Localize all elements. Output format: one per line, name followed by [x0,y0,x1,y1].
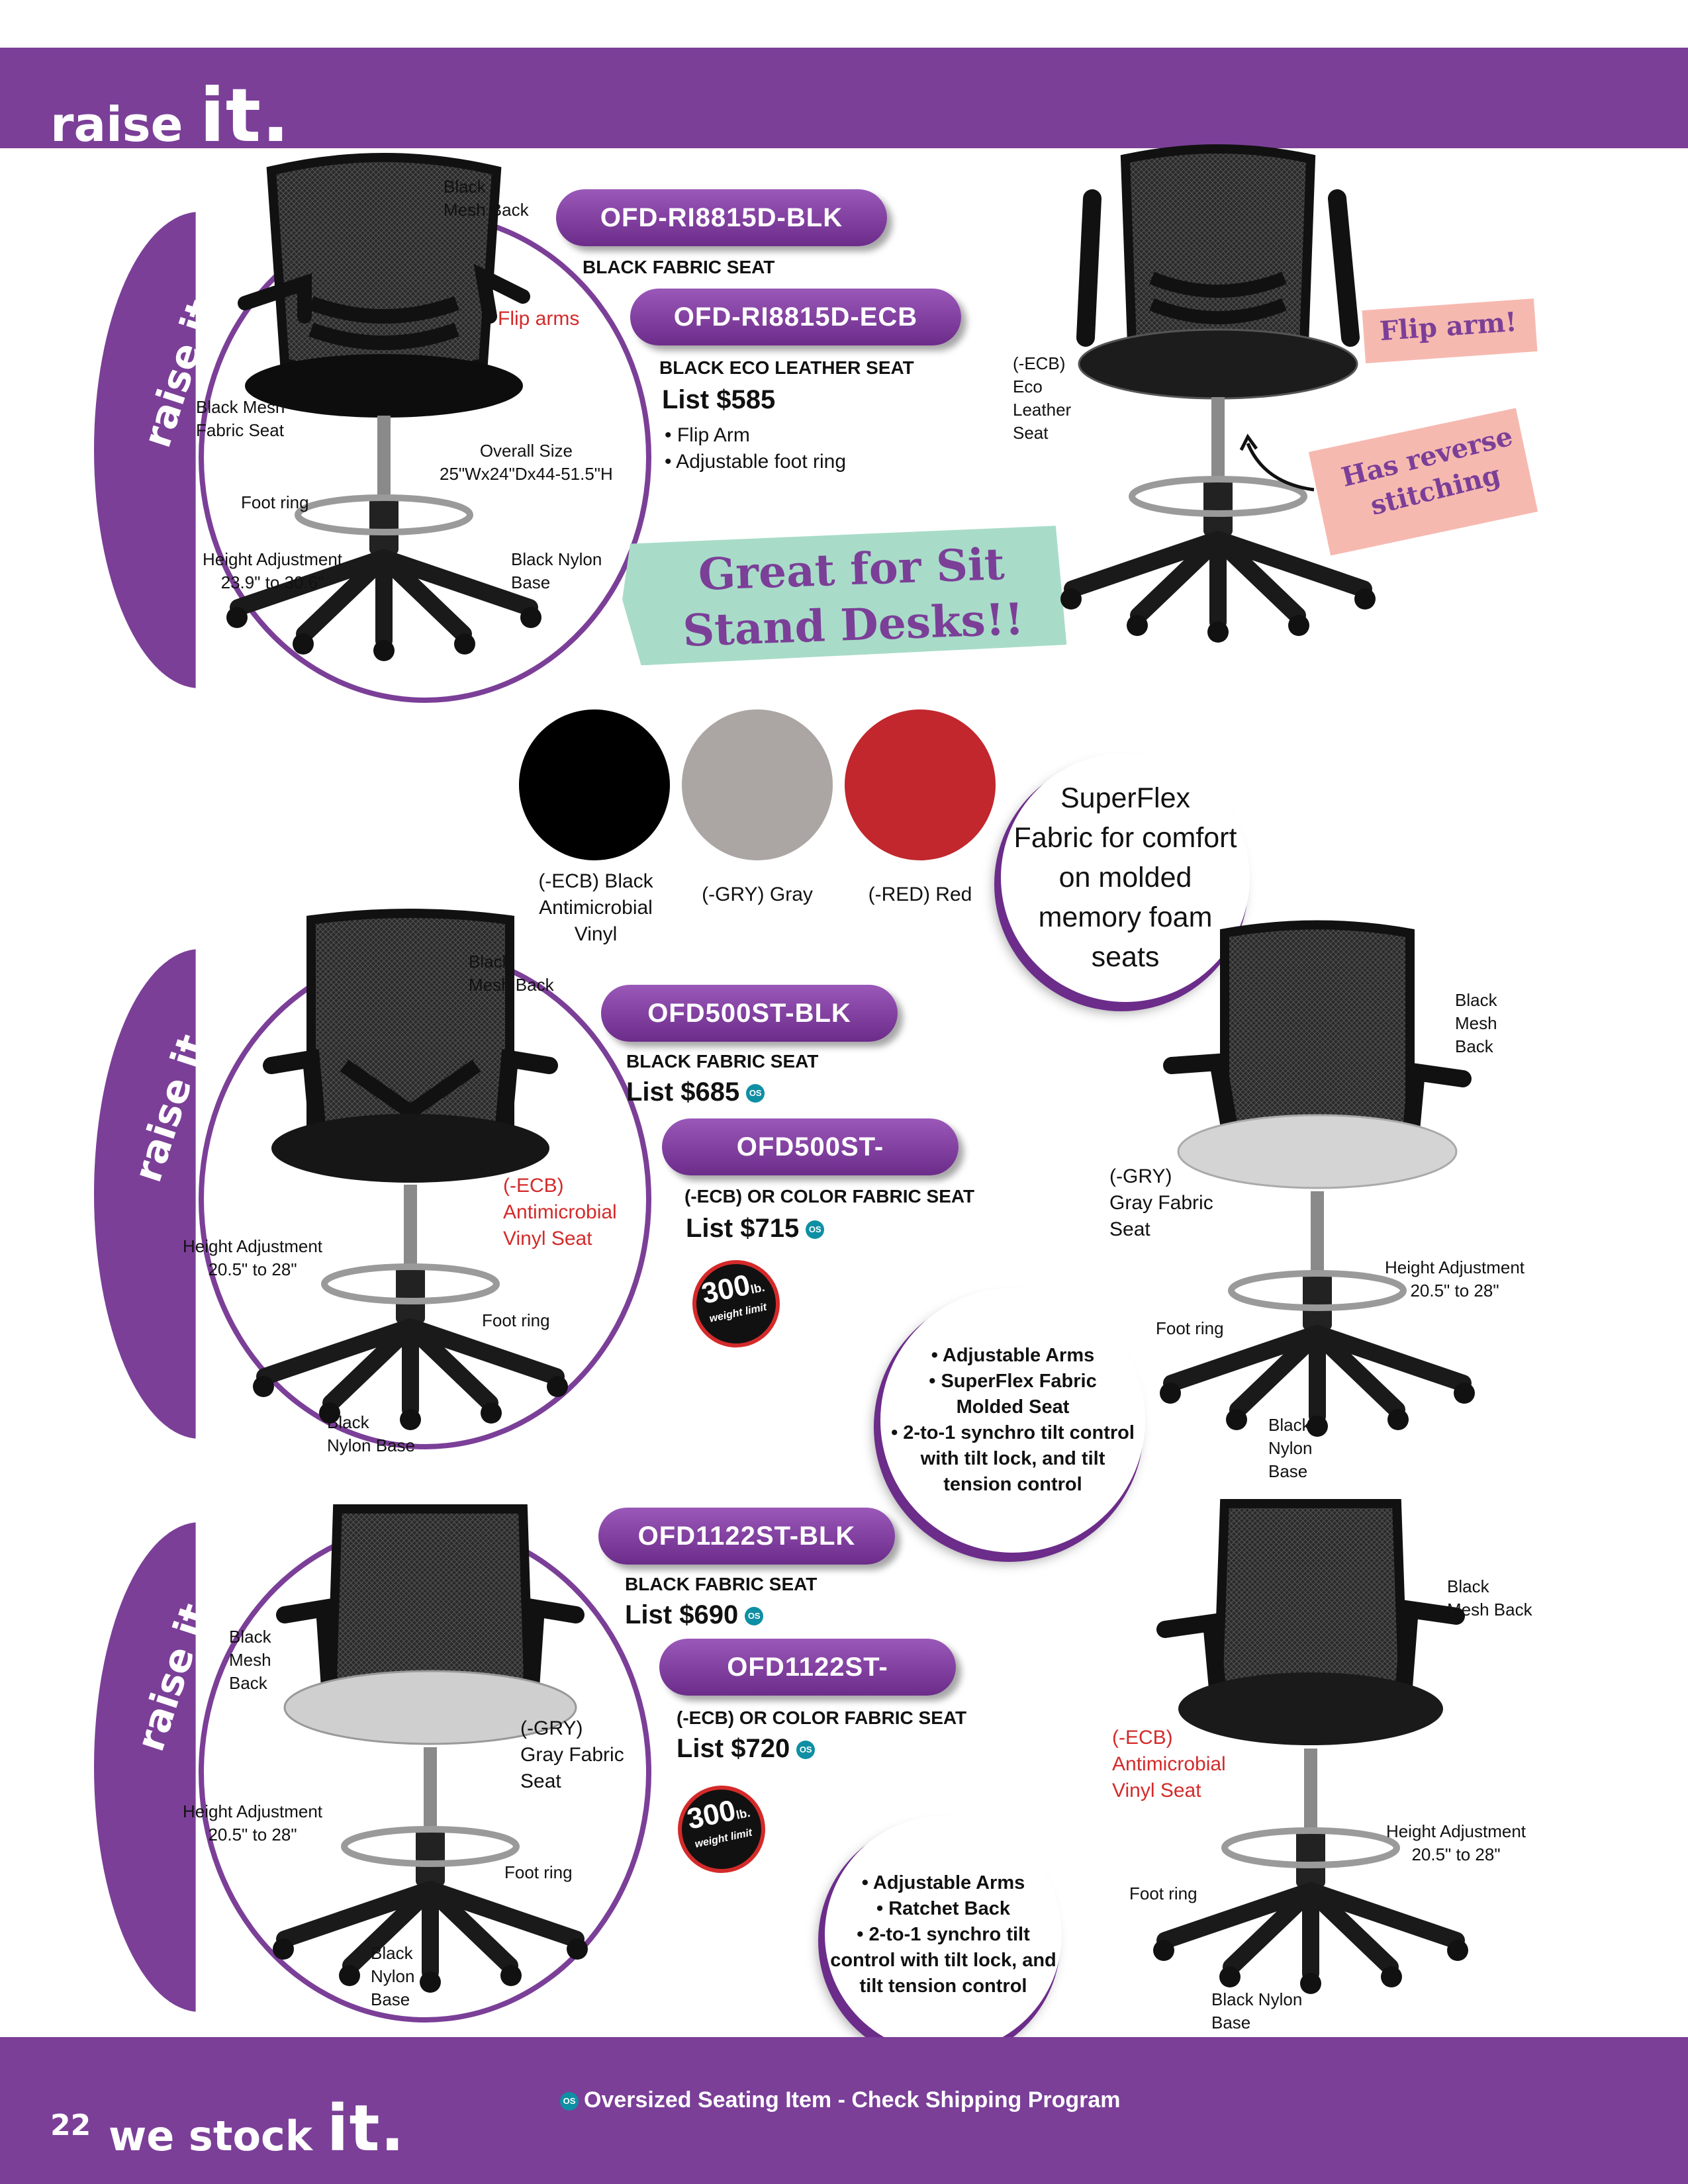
product1-label-ecb: (-ECB) Eco Leather Seat [1013,353,1072,443]
product3-label-base-r: Black Nylon Base [1211,1989,1303,2032]
product3-seat-color: (-ECB) OR COLOR FABRIC SEAT [677,1707,967,1728]
product3-label-footring-r: Foot ring [1129,1884,1197,1903]
product2-label-footring: Foot ring [482,1310,550,1330]
badge-unit: lb. [749,1280,766,1297]
product3-label-base: Black Nylon Base [371,1943,415,2009]
product2-weight-badge: 300lb. weight limit [684,1251,788,1356]
product2-label-gry: (-GRY) Gray Fabric Seat [1109,1165,1213,1240]
swatch-black [519,709,670,860]
product3-label-ecb-r: (-ECB) Antimicrobial Vinyl Seat [1112,1727,1226,1801]
product2-features-bubble: • Adjustable Arms • SuperFlex Fabric Mol… [880,1288,1145,1553]
product2-label-back: Black Mesh Back [469,952,554,995]
product2-label-height-r: Height Adjustment 20.5" to 28" [1385,1257,1525,1300]
swatch-red [845,709,996,860]
os-icon: OS [806,1220,825,1240]
swatch-gray-label: (-GRY) Gray [702,884,813,905]
product3-chair-image [258,1504,602,2038]
footer-note: OS Oversized Seating Item - Check Shippin… [560,2087,1121,2113]
product2-label-ecb: (-ECB) Antimicrobial Vinyl Seat [503,1175,617,1250]
header-brand: raise it. [50,73,291,159]
product3-label-footring: Foot ring [504,1862,573,1882]
product1-bullet-1: • Flip Arm [665,424,750,446]
swatch-gray [682,709,833,860]
badge-unit: lb. [735,1805,751,1822]
product2-sku-color-pill: OFD500ST- [662,1118,959,1175]
product2-price-color-text: List $715 [686,1214,800,1243]
swatch-red-label: (-RED) Red [868,884,972,905]
product3-price-blk-text: List $690 [625,1600,739,1629]
footer-band [0,2037,1688,2184]
footer-note-text: Oversized Seating Item - Check Shipping … [584,2087,1121,2113]
product2-gray-chair-image [1145,920,1489,1476]
swatch-black-label: (-ECB) Black Antimicrobial Vinyl [538,870,653,945]
product2-price-color: List $715 OS [686,1214,825,1244]
product1-label-flip: Flip arms [498,308,580,330]
product3-ecb-chair-image [1139,1499,1483,2040]
product3-price-color-text: List $720 [677,1734,790,1763]
great-tape-text: Great for Sit Stand Desks!! [682,537,1025,657]
product3-label-back-r: Black Mesh Back [1447,1576,1532,1619]
product2-label-back-r: Black Mesh Back [1455,990,1497,1056]
product1-sku-ecb-pill: OFD-RI8815D-ECB [630,289,961,345]
os-icon: OS [560,2092,579,2111]
product2-seat-blk: BLACK FABRIC SEAT [626,1051,819,1071]
product2-features-text: • Adjustable Arms • SuperFlex Fabric Mol… [891,1345,1135,1495]
footer-brand: we stock it. [109,2091,405,2165]
stitch-arrow-icon [1239,433,1315,492]
product1-label-seat: Black Mesh Fabric Seat [196,397,285,440]
header-brand-word: raise [50,97,183,152]
product2-price-blk-text: List $685 [626,1077,740,1107]
product1-label-size: Overall Size 25"Wx24"Dx44-51.5"H [440,441,613,484]
header-band [0,48,1688,148]
product1-label-height: Height Adjustment 23.9" to 30.6" [203,549,343,592]
os-icon: OS [745,1607,764,1626]
product2-label-base: Black Nylon Base [327,1412,415,1455]
product3-sku-blk-pill: OFD1122ST-BLK [598,1508,895,1565]
os-icon: OS [746,1084,765,1103]
product1-seat-ecb: BLACK ECO LEATHER SEAT [659,357,914,378]
product3-weight-badge: 300lb. weight limit [669,1777,774,1882]
product3-sku-color-pill: OFD1122ST- [659,1639,956,1696]
product3-price-blk: List $690 OS [625,1600,764,1630]
os-icon: OS [796,1741,816,1760]
product1-price: List $585 [662,385,776,414]
product1-label-base: Black Nylon Base [511,549,602,592]
product1-sku-blk-pill: OFD-RI8815D-BLK [556,189,887,246]
product2-price-blk: List $685 OS [626,1077,765,1107]
product2-seat-color: (-ECB) OR COLOR FABRIC SEAT [684,1186,975,1206]
product3-label-height-r: Height Adjustment 20.5" to 28" [1386,1821,1526,1864]
product1-bullet-2: • Adjustable foot ring [665,451,847,473]
product2-label-footring-r: Foot ring [1156,1318,1224,1338]
superflex-bubble: SuperFlex Fabric for comfort on molded m… [1001,753,1250,1002]
product1-chair-image [218,153,549,694]
superflex-text: SuperFlex Fabric for comfort on molded m… [1013,782,1237,973]
product3-price-color: List $720 OS [677,1734,816,1764]
product2-sku-blk-pill: OFD500ST-BLK [601,985,898,1042]
footer-brand-it: it. [326,2091,406,2165]
product3-features-bubble: • Adjustable Arms • Ratchet Back • 2-to-… [825,1816,1062,2053]
badge-number: 300 [698,1268,753,1310]
product3-label-gry: (-GRY) Gray Fabric Seat [520,1717,624,1792]
product1-ecb-chair-image [1053,144,1383,728]
product3-label-back: Black Mesh Back [229,1627,271,1693]
product2-label-height: Height Adjustment 20.5" to 28" [183,1236,323,1279]
header-brand-it: it. [199,73,291,159]
product2-chair-image [238,909,583,1443]
product3-features-text: • Adjustable Arms • Ratchet Back • 2-to-… [830,1872,1056,1997]
product2-label-base-r: Black Nylon Base [1268,1415,1313,1481]
product1-label-back: Black Mesh Back [444,177,529,220]
product3-seat-blk: BLACK FABRIC SEAT [625,1574,818,1594]
footer-brand-word: we stock [109,2112,313,2160]
product1-seat-blk: BLACK FABRIC SEAT [583,257,775,277]
badge-number: 300 [684,1794,739,1836]
footer-page-number: 22 [50,2109,91,2142]
product3-label-height: Height Adjustment 20.5" to 28" [183,1801,323,1844]
product1-label-footring: Foot ring [241,492,309,512]
